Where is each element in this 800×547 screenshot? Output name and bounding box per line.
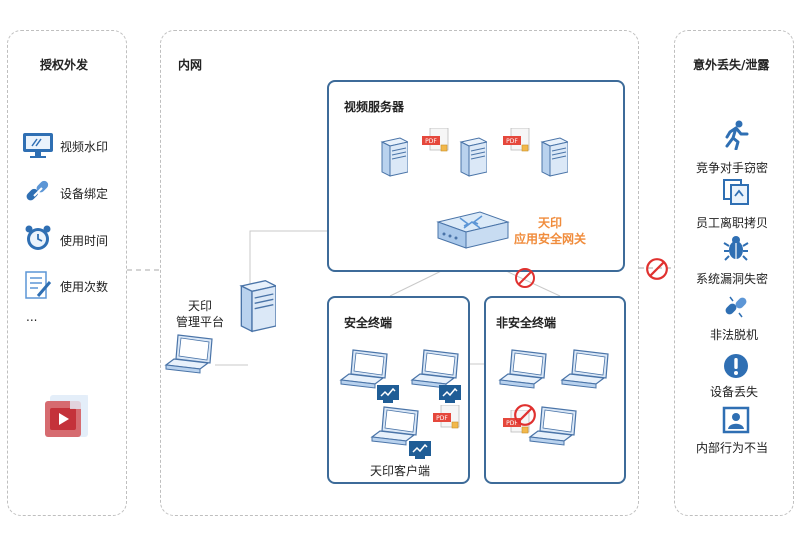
right-panel xyxy=(674,30,794,516)
link-icon xyxy=(24,178,52,210)
platform-label-line1: 天印 xyxy=(188,299,213,313)
right-panel-title: 意外丢失/泄露 xyxy=(693,58,770,72)
exclamation-icon xyxy=(722,352,750,384)
bug-icon xyxy=(722,234,750,266)
right-item-label: 员工离职拷贝 xyxy=(696,216,769,230)
monitor-watermark-icon xyxy=(22,132,54,164)
platform-label-line2: 管理平台 xyxy=(176,315,225,329)
alarm-clock-icon xyxy=(24,224,52,256)
left-item-label: 使用时间 xyxy=(60,234,109,248)
insecure-terminal-title: 非安全终端 xyxy=(496,316,557,330)
computer-icon xyxy=(498,348,550,394)
client-badge-icon xyxy=(409,441,431,459)
client-badge-icon xyxy=(439,385,461,403)
video-player-icon xyxy=(42,393,90,445)
right-item-label: 非法脱机 xyxy=(710,328,759,342)
left-item-label: 使用次数 xyxy=(60,280,109,294)
right-item-label: 系统漏洞失密 xyxy=(696,272,769,286)
right-item-label: 设备丢失 xyxy=(710,385,759,399)
pdf-file-icon xyxy=(503,128,531,154)
more-ellipsis: ... xyxy=(26,310,38,324)
left-panel-title: 授权外发 xyxy=(40,58,89,72)
intranet-panel xyxy=(160,30,639,516)
left-item-label: 视频水印 xyxy=(60,140,109,154)
insecure-terminal-box xyxy=(484,296,626,484)
checklist-pen-icon xyxy=(24,270,52,304)
copy-icon xyxy=(722,178,750,210)
running-person-icon xyxy=(722,120,750,154)
left-panel xyxy=(7,30,127,516)
person-badge-icon xyxy=(722,406,750,438)
server-icon xyxy=(538,136,568,178)
laptop-icon xyxy=(163,333,217,379)
video-server-title: 视频服务器 xyxy=(344,100,405,114)
pdf-file-icon xyxy=(422,128,450,154)
pdf-file-icon xyxy=(433,405,461,431)
management-server-icon xyxy=(236,278,276,338)
right-item-label: 内部行为不当 xyxy=(696,441,769,455)
platform-label: 天印 管理平台 xyxy=(176,298,224,330)
computer-icon xyxy=(560,348,612,394)
gateway-label-line2: 应用安全网关 xyxy=(513,232,586,246)
broken-link-icon xyxy=(722,293,750,325)
client-label: 天印客户端 xyxy=(370,464,431,478)
server-icon xyxy=(378,136,408,178)
right-item-label: 竞争对手窃密 xyxy=(696,161,769,175)
forbidden-icon xyxy=(513,403,537,427)
forbidden-icon xyxy=(645,257,669,281)
gateway-label: 天印 应用安全网关 xyxy=(510,215,590,247)
forbidden-icon xyxy=(514,267,536,289)
intranet-title: 内网 xyxy=(178,58,203,72)
secure-terminal-title: 安全终端 xyxy=(344,316,393,330)
gateway-router-icon xyxy=(434,204,512,262)
left-item-label: 设备绑定 xyxy=(60,187,109,201)
gateway-label-line1: 天印 xyxy=(537,216,562,230)
server-icon xyxy=(457,136,487,178)
client-badge-icon xyxy=(377,385,399,403)
